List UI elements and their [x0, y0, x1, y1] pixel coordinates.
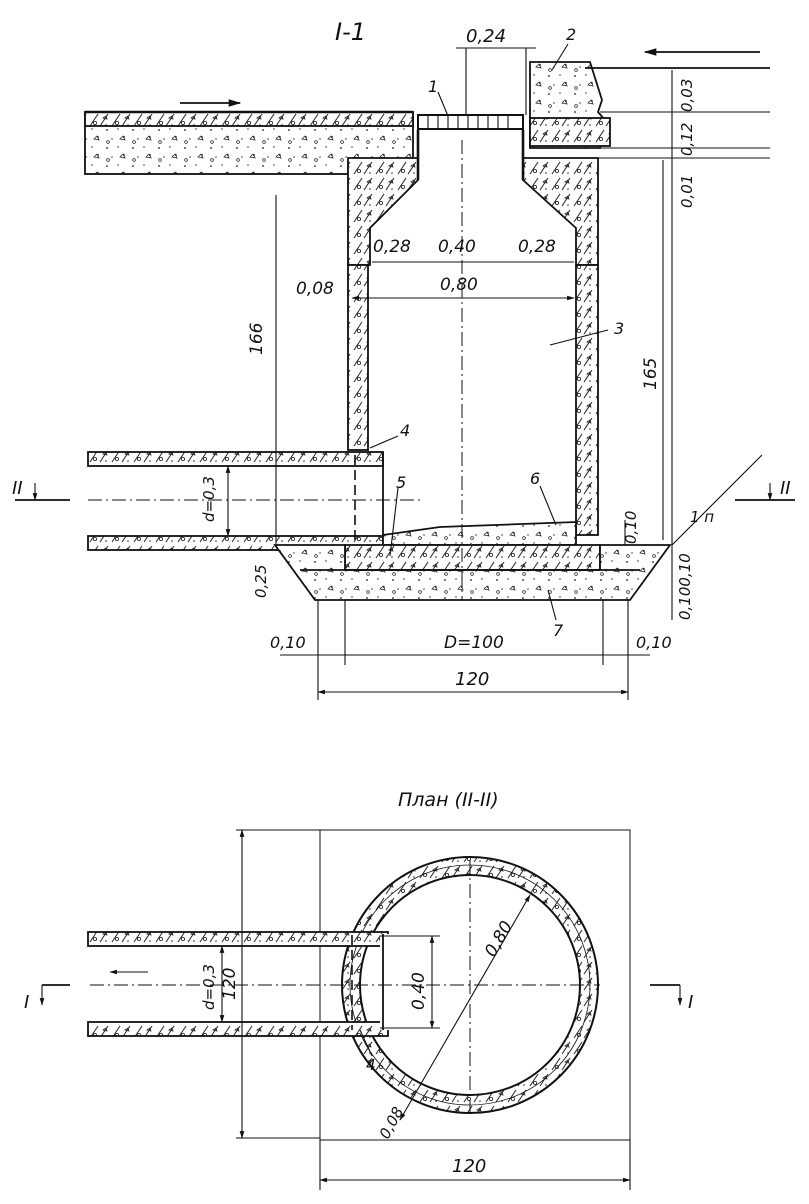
foundation: [273, 544, 672, 601]
plan-dimensions: [219, 829, 631, 1190]
base-slab: [344, 544, 601, 571]
svg-text:7: 7: [553, 621, 564, 640]
plan-title: План (II-II): [398, 789, 499, 811]
svg-text:6: 6: [530, 469, 540, 488]
svg-text:5: 5: [396, 473, 406, 492]
svg-text:0,40: 0,40: [438, 237, 476, 257]
svg-text:165: 165: [641, 358, 661, 390]
svg-text:0,40: 0,40: [409, 972, 429, 1010]
svg-text:d=0,3: d=0,3: [200, 964, 218, 1010]
svg-text:4: 4: [400, 421, 410, 440]
svg-text:0,10: 0,10: [622, 511, 640, 544]
svg-text:0,12: 0,12: [678, 123, 696, 156]
svg-text:0,28: 0,28: [518, 237, 556, 257]
dimension-labels: 0,24 0,28 0,40 0,28 0,08 0,80 166 165 d=…: [200, 26, 714, 690]
plan-section-mark-right: I: [650, 984, 693, 1013]
svg-text:0,28: 0,28: [373, 237, 411, 257]
svg-text:4: 4: [366, 1056, 376, 1074]
svg-text:0,80: 0,80: [440, 275, 478, 295]
svg-text:0,08: 0,08: [296, 279, 334, 299]
svg-text:0,01: 0,01: [678, 175, 696, 208]
svg-text:0,100,10: 0,100,10: [676, 553, 694, 620]
svg-text:2: 2: [566, 25, 576, 44]
well-walls: [347, 130, 599, 536]
svg-text:0,10: 0,10: [636, 633, 672, 652]
svg-text:1: 1: [428, 77, 438, 96]
plan-callout-4: 4: [359, 1029, 376, 1074]
section-mark-left: II: [12, 478, 70, 501]
svg-text:d=0,3: d=0,3: [200, 476, 218, 522]
svg-text:1 п: 1 п: [690, 508, 714, 526]
svg-text:D=100: D=100: [444, 633, 504, 653]
section-mark-right: II: [735, 478, 795, 501]
svg-text:166: 166: [247, 322, 267, 355]
svg-text:0,25: 0,25: [252, 565, 270, 598]
svg-text:3: 3: [614, 319, 624, 338]
curb-base: [529, 117, 611, 147]
svg-text:120: 120: [220, 968, 240, 1000]
svg-text:0,03: 0,03: [678, 79, 696, 112]
road-slab: [84, 110, 414, 175]
svg-text:0,24: 0,24: [466, 26, 506, 47]
bottom-tray: [382, 521, 577, 546]
svg-text:II: II: [780, 478, 791, 499]
inlet-pipe: [87, 451, 420, 551]
svg-text:120: 120: [455, 669, 489, 690]
section-title: I-1: [335, 18, 366, 46]
svg-text:0,08: 0,08: [376, 1104, 408, 1142]
svg-text:I: I: [24, 992, 29, 1013]
svg-text:I: I: [688, 992, 693, 1013]
dimensions: [225, 47, 763, 700]
plan-section-mark-left: I: [24, 984, 70, 1013]
svg-text:120: 120: [452, 1156, 486, 1177]
callouts: 1 2 3 4 5 6 7: [369, 25, 624, 640]
svg-text:0,10: 0,10: [270, 633, 306, 652]
grate: [417, 114, 524, 130]
svg-text:II: II: [12, 478, 23, 499]
